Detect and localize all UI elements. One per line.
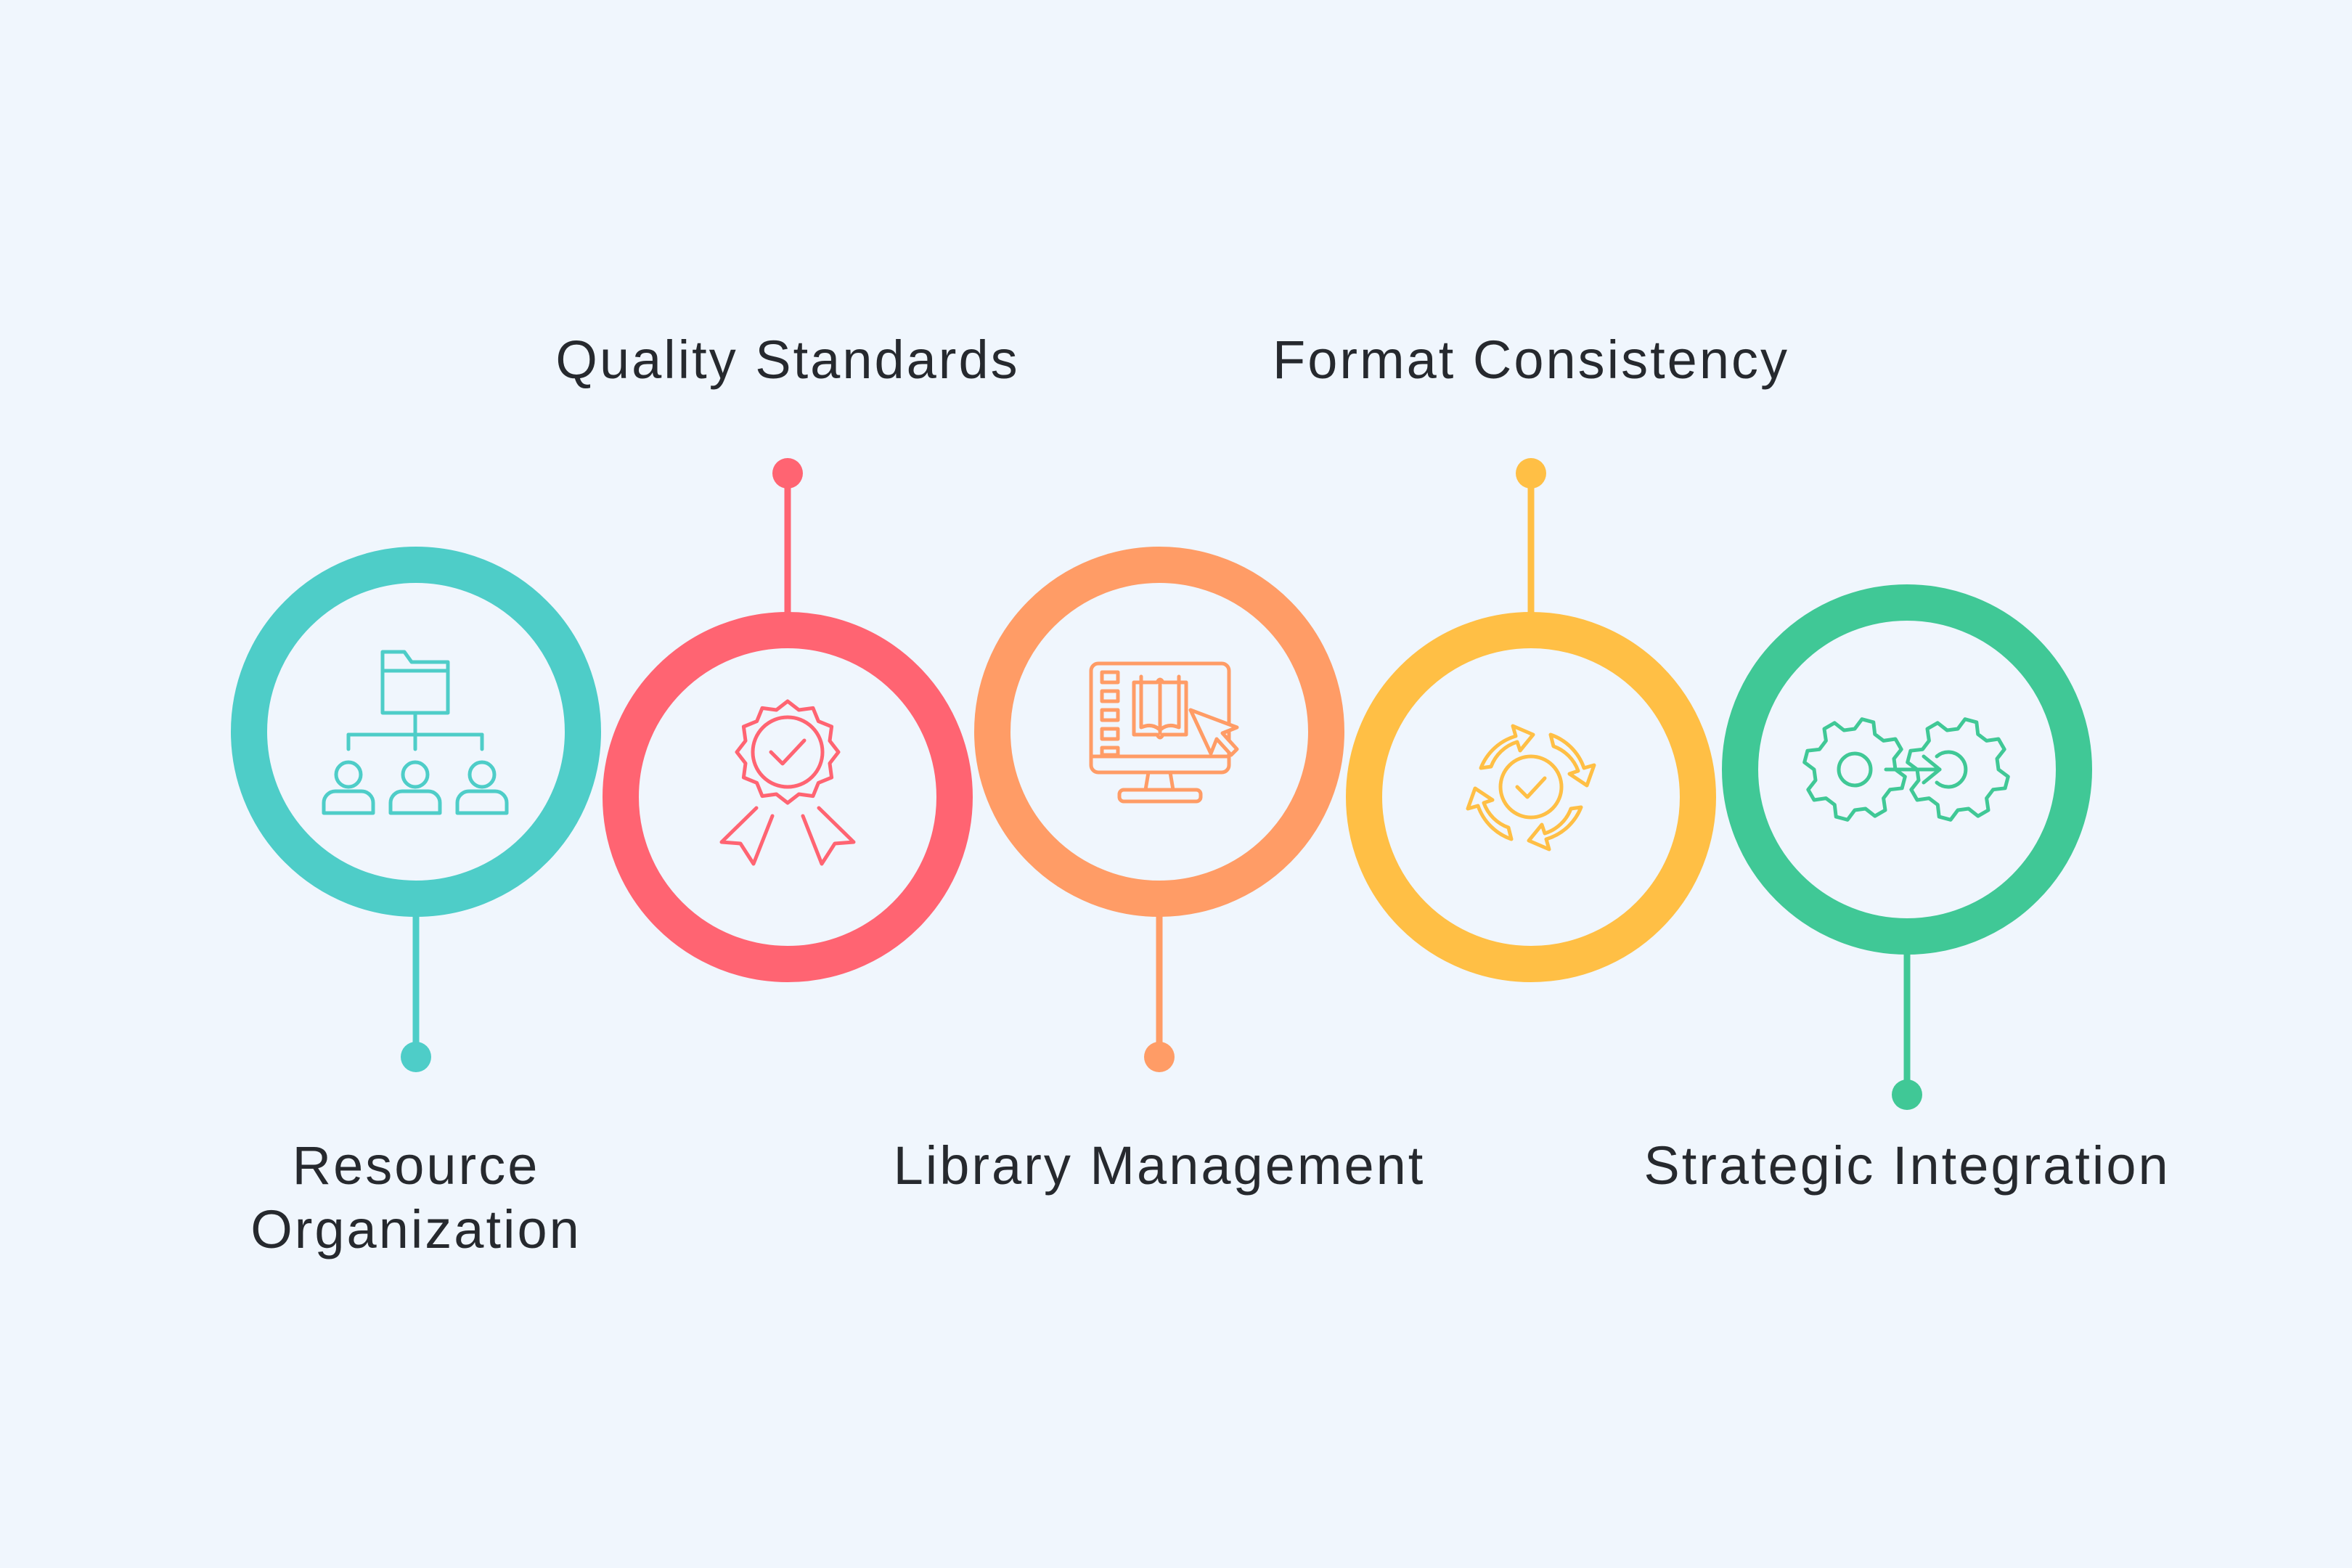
connector-dot: [1516, 458, 1546, 489]
label-line: Organization: [250, 1199, 581, 1259]
step-library-management: [974, 547, 1344, 1072]
step-label-strategic-integration: Strategic Integration: [1588, 1134, 2226, 1198]
step-ring: [1346, 612, 1716, 982]
step-label-library-management: Library Management: [847, 1134, 1471, 1198]
step-label-format-consistency: Format Consistency: [1226, 328, 1836, 392]
label-line: Library Management: [893, 1135, 1426, 1196]
label-line: Format Consistency: [1273, 330, 1789, 390]
connector-dot: [1144, 1042, 1175, 1072]
award-ribbon-check-icon: [719, 699, 856, 866]
step-label-resource-organization: Resource Organization: [234, 1134, 597, 1262]
cycle-arrows-check-icon: [1466, 724, 1596, 852]
step-ring: [603, 612, 973, 982]
connector-dot: [1892, 1079, 1922, 1110]
step-strategic-integration: [1722, 584, 2092, 1110]
hierarchy-folder-users-icon: [322, 650, 509, 815]
label-line: Quality Standards: [555, 330, 1020, 390]
gears-arrow-icon: [1802, 717, 2010, 822]
monitor-book-cursor-icon: [1089, 661, 1239, 804]
step-label-quality-standards: Quality Standards: [512, 328, 1063, 392]
step-format-consistency: [1346, 458, 1716, 982]
step-ring: [974, 547, 1344, 917]
step-quality-standards: [603, 458, 973, 982]
connector-dot: [772, 458, 803, 489]
step-resource-organization: [231, 547, 601, 1072]
step-ring: [1722, 584, 2092, 955]
label-line: Strategic Integration: [1643, 1135, 2171, 1196]
step-ring: [231, 547, 601, 917]
label-line: Resource: [292, 1135, 540, 1196]
connector-dot: [401, 1042, 431, 1072]
